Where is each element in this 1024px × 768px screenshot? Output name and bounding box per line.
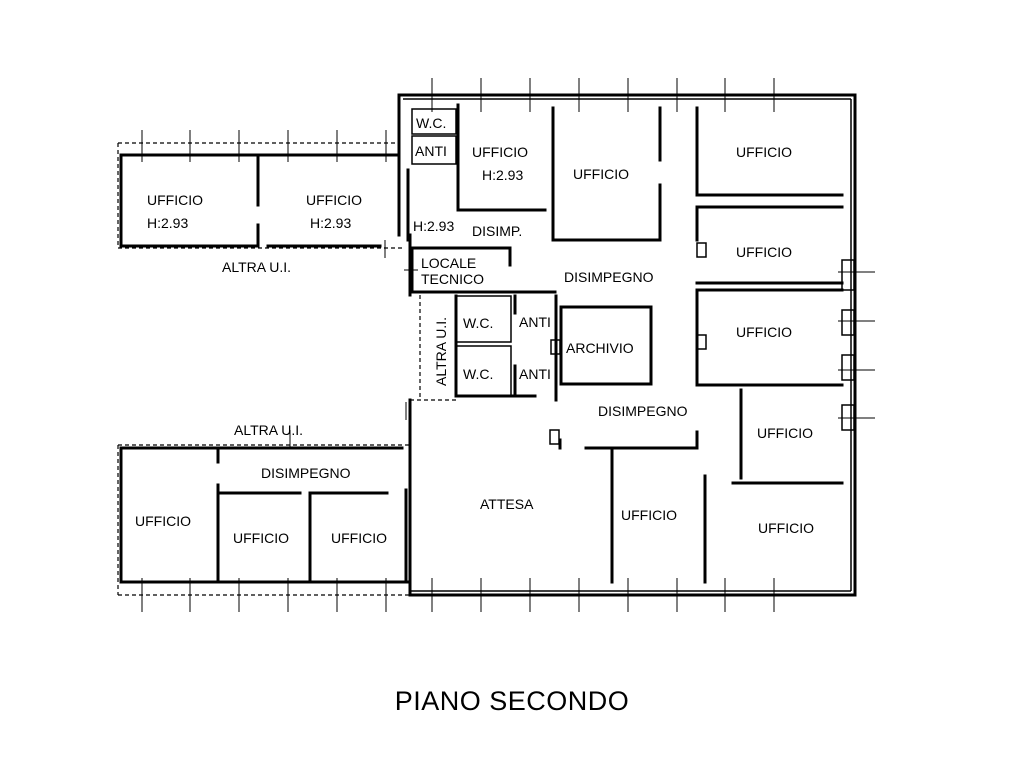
left-top-wing [117,142,405,249]
label-h293-corridor: H:2.93 [413,218,454,234]
label-ufficio-left-1: UFFICIO [147,192,203,208]
right-offices [695,106,844,485]
label-ufficio-top-right: UFFICIO [736,144,792,160]
label-anti-top: ANTI [415,143,447,159]
room-labels: W.C. ANTI UFFICIO H:2.93 UFFICIO UFFICIO… [135,115,814,546]
service-core [406,103,662,402]
label-anti-mid-1: ANTI [519,314,551,330]
bottom-center [549,398,707,584]
label-disimpegno-top: DISIMPEGNO [564,269,654,285]
label-anti-mid-2: ANTI [519,366,551,382]
label-disimp: DISIMP. [472,223,522,239]
label-ufficio-bottom-1: UFFICIO [135,513,191,529]
label-ufficio-top-mid: UFFICIO [573,166,629,182]
plan-title: PIANO SECONDO [394,686,630,716]
label-ufficio-bottom-5: UFFICIO [758,520,814,536]
label-h293-left-1: H:2.93 [147,215,188,231]
left-bottom-wing [117,423,412,596]
label-h293-left-2: H:2.93 [310,215,351,231]
label-ufficio-bottom-3: UFFICIO [331,530,387,546]
label-archivio: ARCHIVIO [566,340,634,356]
label-ufficio-h293-top: UFFICIO [472,144,528,160]
label-ufficio-right-2: UFFICIO [736,244,792,260]
label-ufficio-left-2: UFFICIO [306,192,362,208]
label-ufficio-right-3: UFFICIO [736,324,792,340]
label-tecnico: TECNICO [421,271,484,287]
label-altra-ui-vertical: ALTRA U.I. [433,317,449,386]
label-wc-mid-2: W.C. [463,366,493,382]
label-altra-ui-bottom: ALTRA U.I. [234,422,303,438]
label-attesa: ATTESA [480,496,534,512]
label-disimpegno-bottom: DISIMPEGNO [261,465,351,481]
dimension-ticks [141,78,875,612]
label-ufficio-bottom-2: UFFICIO [233,530,289,546]
label-locale: LOCALE [421,255,476,271]
label-h293-top: H:2.93 [482,167,523,183]
outer-walls [397,93,857,597]
label-altra-ui-top: ALTRA U.I. [222,259,291,275]
label-disimpegno-mid: DISIMPEGNO [598,403,688,419]
label-ufficio-bottom-4: UFFICIO [621,507,677,523]
label-wc-mid-1: W.C. [463,315,493,331]
label-wc-top: W.C. [416,115,446,131]
label-ufficio-right-4: UFFICIO [757,425,813,441]
